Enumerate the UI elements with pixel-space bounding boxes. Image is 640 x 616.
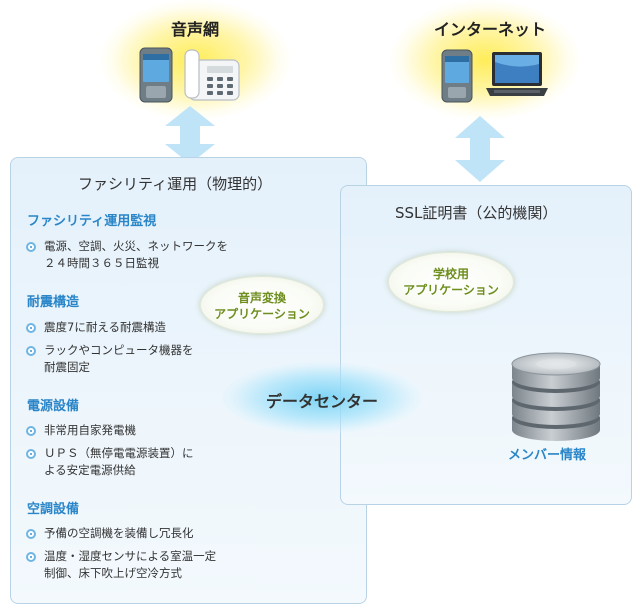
- list-item: 電源、空調、火災、ネットワークを ２４時間３６５日監視: [44, 239, 228, 270]
- voice-app-bubble: [200, 276, 324, 334]
- double-arrow-icon: [455, 116, 505, 182]
- internet-title: インターネット: [433, 20, 546, 39]
- voice-app-label: 音声変換 アプリケーション: [214, 291, 310, 321]
- section-title: 電源設備: [27, 399, 80, 414]
- double-arrow-icon: [165, 106, 215, 164]
- smartphone-icon: [139, 47, 173, 103]
- datacenter-label: データセンター: [265, 392, 378, 411]
- bullet-icon: [26, 449, 36, 459]
- bullet-icon: [26, 242, 36, 252]
- member-info-label: メンバー情報: [508, 448, 587, 463]
- section-title: ファシリティ運用監視: [27, 214, 157, 229]
- voice-network-title: 音声網: [170, 20, 219, 39]
- database-server-icon: [511, 352, 601, 441]
- list-item: ラックやコンピュータ機器を 耐震固定: [44, 343, 194, 374]
- bullet-icon: [26, 552, 36, 562]
- section-title: 空調設備: [27, 502, 80, 517]
- bullet-icon: [26, 323, 36, 333]
- bullet-icon: [26, 426, 36, 436]
- facility-title: ファシリティ運用（物理的）: [78, 175, 273, 193]
- school-app-label: 学校用 アプリケーション: [403, 267, 499, 297]
- list-item: 震度7に耐える耐震構造: [44, 320, 166, 334]
- laptop-icon: [486, 52, 548, 96]
- datacenter-glow: [222, 362, 422, 434]
- ssl-title: SSL証明書（公的機関）: [395, 204, 558, 222]
- list-item: ＵＰＳ（無停電電源装置）に よる安定電源供給: [44, 446, 194, 477]
- list-item: 温度・湿度センサによる室温一定 制御、床下吹上げ空冷方式: [44, 549, 217, 580]
- bullet-icon: [26, 346, 36, 356]
- bullet-icon: [26, 529, 36, 539]
- ssl-panel: [340, 185, 632, 505]
- internet-glow: [390, 0, 580, 120]
- section-title: 耐震構造: [27, 295, 80, 310]
- desk-phone-icon: [184, 49, 240, 101]
- smartphone-icon: [441, 49, 473, 103]
- list-item: 予備の空調機を装備し冗長化: [44, 526, 194, 540]
- list-item: 非常用自家発電機: [44, 423, 136, 437]
- school-app-bubble: [388, 252, 514, 312]
